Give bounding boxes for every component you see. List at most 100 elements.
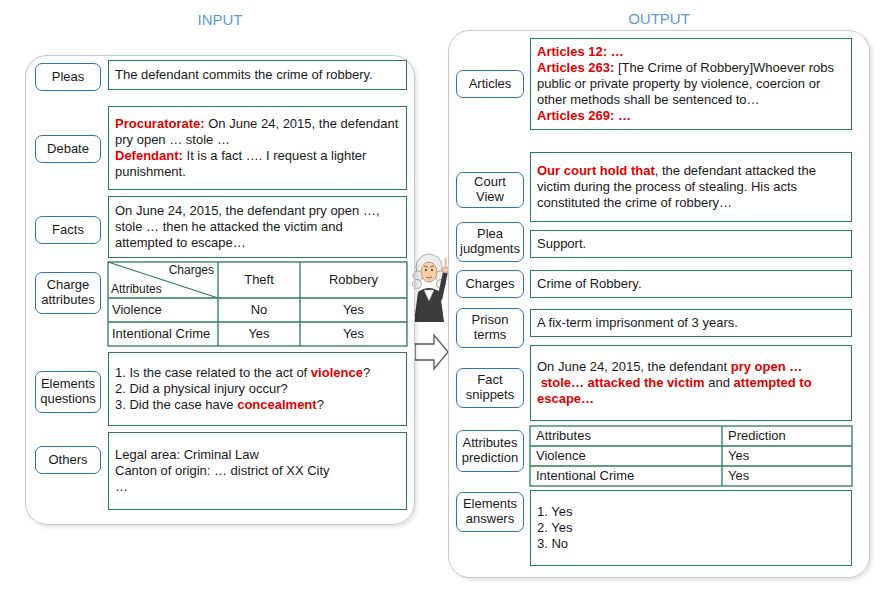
- body-text: 2. Did a physical injury occur?: [115, 381, 288, 396]
- field-label-box: Plea judgments: [456, 222, 524, 262]
- table-cell: Theft: [218, 262, 300, 298]
- text-line: 1. Is the case related to the act ofviol…: [115, 365, 400, 381]
- text-line: 3. Did the case haveconcealment?: [115, 397, 400, 413]
- table-cell: Violence: [112, 298, 216, 322]
- body-text: ?: [363, 365, 370, 380]
- text-line: On June 24, 2015, the defendant pry open …: [537, 359, 845, 407]
- body-text: 1. Yes: [537, 504, 572, 519]
- field-content-box: Procuratorate:On June 24, 2015, the defe…: [108, 106, 407, 190]
- table-cell: Yes: [728, 446, 850, 466]
- highlight-text: pry open …: [731, 359, 803, 374]
- table-cell-text: Yes: [343, 303, 364, 317]
- field-label-box: Charges: [456, 270, 524, 298]
- panel-box: INPUTPleasThe defendant commits the crim…: [25, 55, 415, 525]
- body-text: Crime of Robbery.: [537, 276, 642, 291]
- text-line: 2. Did a physical injury occur?: [115, 381, 400, 397]
- field-label: Others: [48, 452, 87, 467]
- text-line: …: [115, 479, 400, 495]
- label-text-wrap: Pleas: [52, 70, 85, 85]
- table-cell-text: Intentional Crime: [112, 327, 210, 341]
- field-label: Elements questions: [40, 376, 96, 406]
- table-cell: Yes: [218, 322, 300, 346]
- table-cell-text: Attributes: [536, 429, 591, 443]
- label-text-wrap: Fact snippets: [459, 373, 521, 403]
- highlight-text: stole…: [541, 375, 584, 390]
- highlight-text: attacked the victim: [588, 375, 705, 390]
- highlight-text: Articles 12: …: [537, 44, 624, 59]
- text-line: 1. Yes: [537, 504, 845, 520]
- text-line: Canton of origin: … district of XX City: [115, 463, 400, 479]
- body-text: and: [708, 375, 730, 390]
- field-content-box: Legal area: Criminal LawCanton of origin…: [108, 432, 407, 510]
- text-line: Articles 12: …: [537, 44, 845, 60]
- table-cell: Intentional Crime: [536, 466, 720, 486]
- judge-figure: [413, 254, 449, 322]
- field-content-box: 1. Yes2. Yes3. No: [530, 490, 852, 566]
- label-text-wrap: Prison terms: [459, 313, 521, 343]
- table-cell-text: Robbery: [329, 273, 378, 287]
- table-cell-text: Attributes: [111, 283, 162, 296]
- text-line: Articles 269: …: [537, 108, 845, 124]
- field-label: Pleas: [52, 69, 85, 84]
- table-cell: Attributes: [536, 426, 720, 446]
- block-arrow: [415, 335, 448, 369]
- table-cell-text: Intentional Crime: [536, 469, 634, 483]
- body-text: Legal area: Criminal Law: [115, 447, 259, 462]
- table-cell: Yes: [728, 466, 850, 486]
- label-text-wrap: Charge attributes: [38, 278, 98, 308]
- field-label-box: Others: [35, 446, 101, 474]
- field-content-box: The defendant commits the crime of robbe…: [108, 60, 407, 90]
- label-text-wrap: Court View: [459, 175, 521, 205]
- body-text: …: [115, 479, 128, 494]
- field-label-box: Elements answers: [456, 492, 524, 532]
- highlight-text: Articles 269: …: [537, 108, 631, 123]
- label-text-wrap: Others: [48, 453, 87, 468]
- label-text-wrap: Charges: [465, 277, 514, 292]
- highlight-text: Procuratorate:: [115, 116, 205, 131]
- highlight-text: concealment: [237, 397, 316, 412]
- body-text: The defendant commits the crime of robbe…: [115, 67, 373, 82]
- field-label: Charge attributes: [41, 277, 94, 307]
- field-label: Court View: [474, 174, 506, 204]
- body-text: On June 24, 2015, the defendant: [537, 359, 727, 374]
- label-text-wrap: Facts: [52, 223, 84, 238]
- highlight-text: Articles 263:: [537, 60, 614, 75]
- field-label: Fact snippets: [466, 372, 514, 402]
- table-cell: Intentional Crime: [112, 322, 216, 346]
- body-text: 2. Yes: [537, 520, 572, 535]
- text-line: Legal area: Criminal Law: [115, 447, 400, 463]
- table-cell: Robbery: [300, 262, 407, 298]
- table-cell: Prediction: [728, 426, 850, 446]
- table-cell-text: Yes: [728, 469, 749, 483]
- table-grid: [108, 262, 852, 486]
- text-line: Our court hold that, the defendant attac…: [537, 163, 845, 211]
- table-cell-text: Yes: [343, 327, 364, 341]
- field-content-box: Support.: [530, 230, 852, 258]
- table-cell-text: Prediction: [728, 429, 786, 443]
- field-content-box: On June 24, 2015, the defendant pry open …: [530, 345, 852, 421]
- table-cell: Yes: [300, 298, 407, 322]
- field-label: Plea judgments: [460, 226, 520, 256]
- field-label-box: Debate: [35, 135, 101, 163]
- table-cell-text: Violence: [536, 449, 586, 463]
- table-cell: Yes: [300, 322, 407, 346]
- field-label-box: Prison terms: [456, 308, 524, 348]
- body-text: A fix-term imprisonment of 3 years.: [537, 315, 738, 330]
- text-line: A fix-term imprisonment of 3 years.: [537, 315, 845, 331]
- table-cell: Charges: [150, 263, 214, 278]
- field-label: Facts: [52, 222, 84, 237]
- field-content-box: 1. Is the case related to the act ofviol…: [108, 352, 407, 426]
- body-text: 3. Did the case have: [115, 397, 234, 412]
- field-content-box: On June 24, 2015, the defendant pry open…: [108, 196, 407, 258]
- text-line: Support.: [537, 236, 845, 252]
- field-label-box: Court View: [456, 172, 524, 208]
- text-line: Defendant:It is a fact …. I request a li…: [115, 148, 400, 180]
- body-text: 1. Is the case related to the act of: [115, 365, 307, 380]
- text-line: The defendant commits the crime of robbe…: [115, 67, 400, 83]
- text-line: On June 24, 2015, the defendant pry open…: [115, 203, 400, 251]
- table-cell: Attributes: [111, 283, 181, 297]
- body-text: ?: [317, 397, 324, 412]
- panel-title: INPUT: [26, 11, 414, 28]
- field-content-box: Articles 12: …Articles 263:[The Crime of…: [530, 38, 852, 130]
